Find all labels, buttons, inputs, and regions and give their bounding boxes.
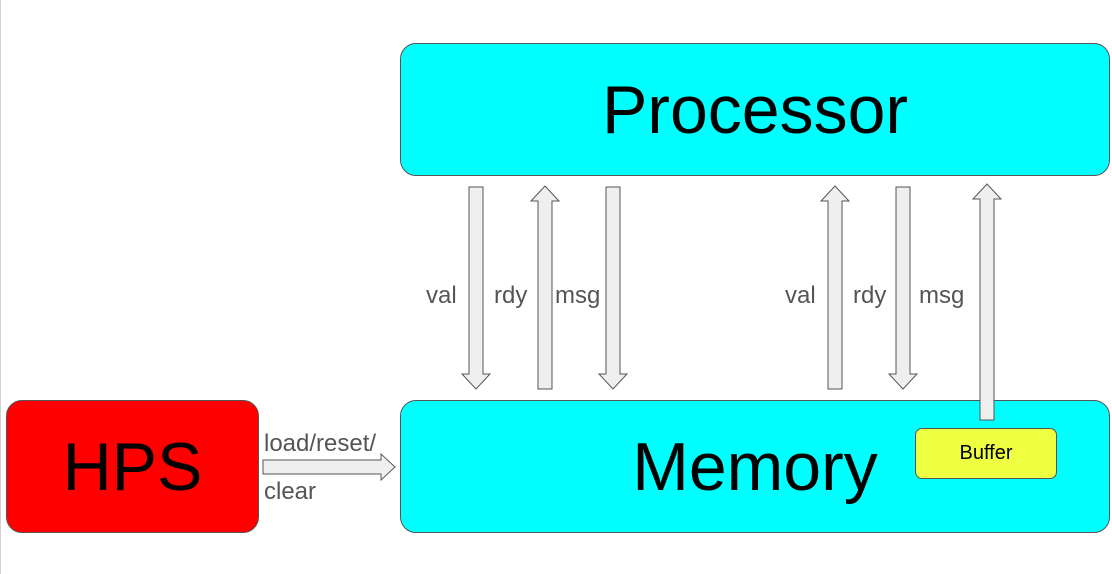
right-val-label: val [785,282,816,309]
right-rdy-arrow [887,186,919,390]
left-val-label: val [426,282,457,309]
left-msg-arrow [597,186,629,390]
right-val-arrow [819,185,851,390]
right-msg-label: msg [919,282,965,309]
processor-label: Processor [601,71,909,148]
hps-to-memory-arrow [262,452,396,482]
buffer-label: Buffer [959,442,1013,464]
left-msg-label: msg [555,282,601,309]
right-msg-arrow [971,183,1003,421]
memory-label: Memory [632,428,878,505]
hps-block: HPS [6,400,259,533]
left-rdy-label: rdy [494,282,528,309]
left-rdy-arrow [529,185,561,390]
left-val-arrow [460,186,492,390]
right-rdy-label: rdy [853,282,887,309]
buffer-block: Buffer [915,428,1057,479]
page-edge-line [0,0,1,574]
hps-link-label-bottom: clear [264,478,317,505]
hps-link-label-top: load/reset/ [264,430,377,457]
processor-block: Processor [400,43,1110,176]
hps-label: HPS [62,428,203,505]
